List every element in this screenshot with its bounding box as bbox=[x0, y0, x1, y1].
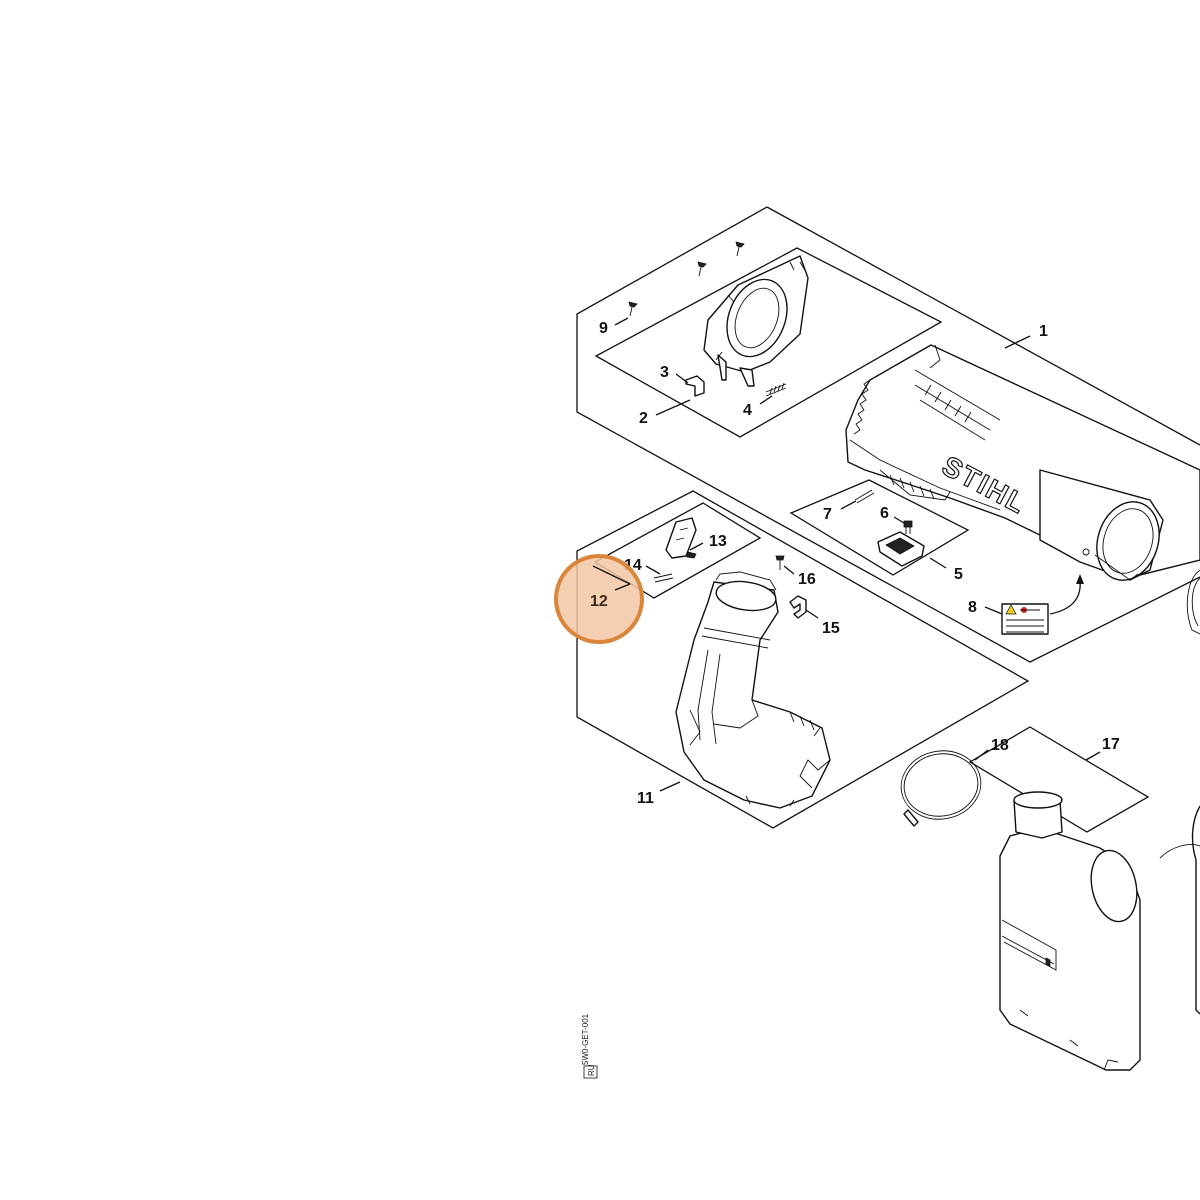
group-box-housing bbox=[576, 206, 1200, 663]
highlight-circle[interactable] bbox=[554, 554, 644, 644]
part-7-pin bbox=[854, 489, 875, 504]
part-17-canister bbox=[999, 791, 1141, 1071]
group-box-elbow bbox=[576, 490, 1030, 829]
group-box-part-17 bbox=[968, 726, 1150, 833]
callout-13: 13 bbox=[709, 533, 727, 550]
callout-3: 3 bbox=[660, 364, 669, 381]
part-right-edge-partial bbox=[1159, 569, 1200, 1015]
document-id-box: RU bbox=[587, 1064, 596, 1076]
callout-1: 1 bbox=[1039, 323, 1048, 340]
part-1-housing: STIHL bbox=[845, 344, 1200, 581]
callout-16: 16 bbox=[798, 571, 816, 588]
part-14-pin bbox=[653, 573, 674, 583]
callout-6: 6 bbox=[880, 505, 889, 522]
callout-9: 9 bbox=[599, 320, 608, 337]
callout-11: 11 bbox=[637, 790, 654, 807]
highlight-part-12[interactable]: 12 bbox=[554, 554, 644, 644]
part-4-spring bbox=[765, 382, 787, 397]
leader-lines bbox=[614, 317, 1101, 792]
part-11-elbow bbox=[675, 571, 831, 809]
callout-8: 8 bbox=[968, 599, 977, 616]
part-3-bracket bbox=[685, 375, 705, 397]
part-8-label bbox=[1001, 574, 1084, 635]
document-id: 5W0-GET-001 RU bbox=[581, 1013, 598, 1079]
callout-4: 4 bbox=[743, 402, 752, 419]
callout-2: 2 bbox=[639, 410, 648, 427]
part-16-screw bbox=[775, 555, 785, 570]
callout-7: 7 bbox=[823, 506, 832, 523]
callout-5: 5 bbox=[954, 566, 963, 583]
part-6-screw bbox=[903, 520, 913, 534]
group-box-part-12 bbox=[593, 502, 762, 599]
callout-15: 15 bbox=[822, 620, 840, 637]
callout-labels: 1 2 3 4 5 6 7 8 9 11 13 14 15 16 17 18 bbox=[599, 320, 1120, 807]
part-5-latch bbox=[877, 531, 925, 567]
group-box-part-2 bbox=[594, 247, 943, 438]
part-18-clamp bbox=[900, 750, 982, 827]
callout-17: 17 bbox=[1102, 736, 1120, 753]
part-2-frame bbox=[628, 241, 809, 387]
callout-12[interactable]: 12 bbox=[590, 593, 608, 610]
callout-18: 18 bbox=[991, 737, 1009, 754]
group-box-part-5 bbox=[789, 479, 970, 576]
document-id-text: 5W0-GET-001 bbox=[581, 1013, 590, 1065]
part-13-clip bbox=[665, 517, 697, 559]
part-15-bracket bbox=[789, 595, 807, 619]
